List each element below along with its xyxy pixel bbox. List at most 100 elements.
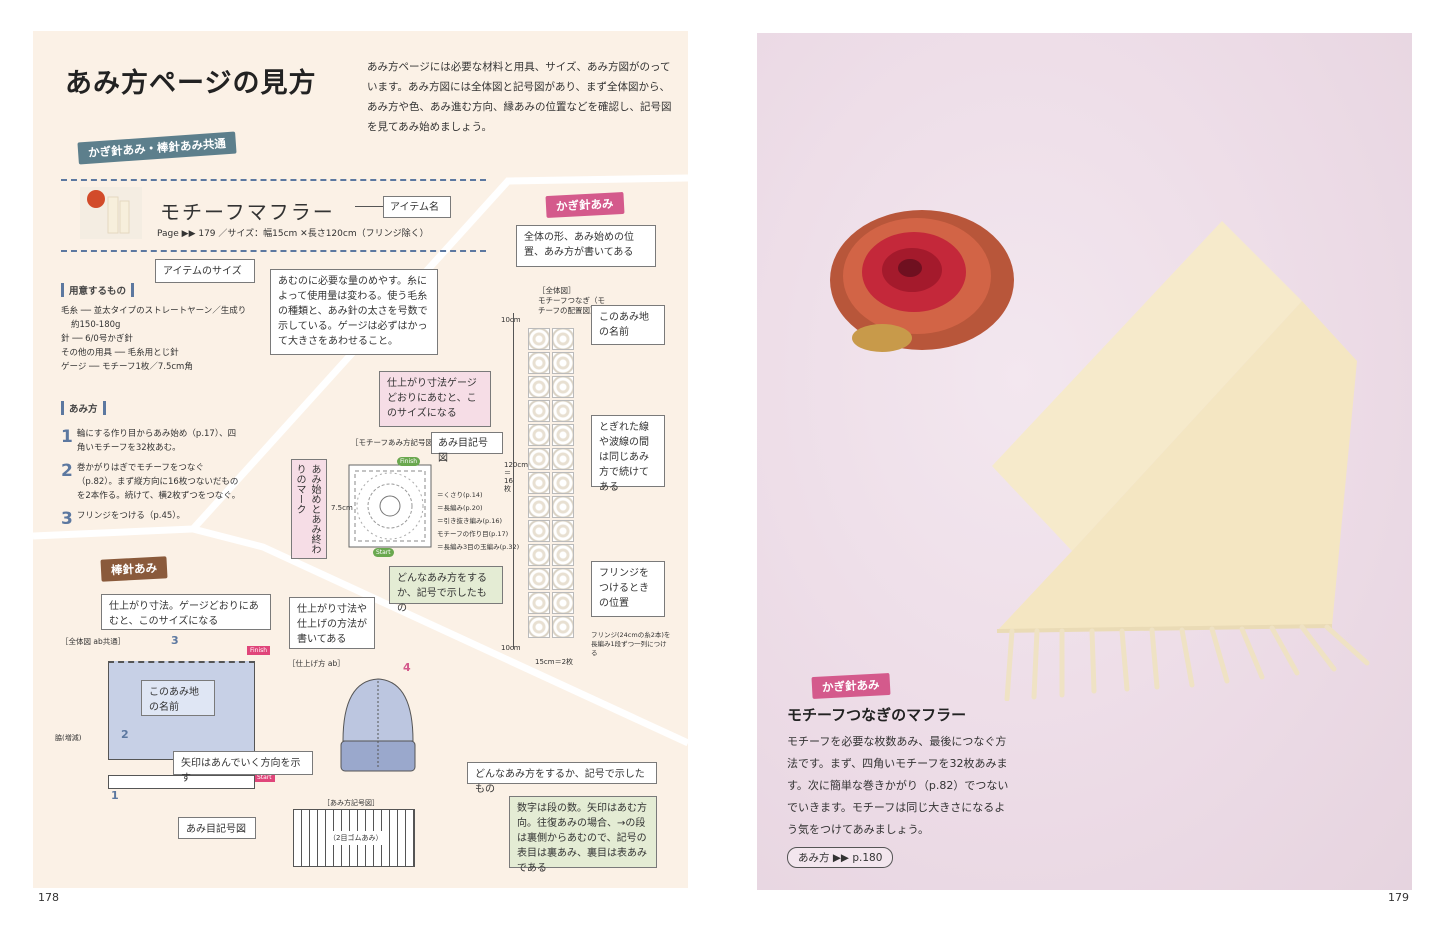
overall-sub: モチーフつなぎ（モチーフの配置図） — [538, 296, 606, 315]
knit-size-note: 仕上がり寸法。ゲージどおりにあむと、このサイズになる — [101, 594, 271, 630]
item-name: モチーフマフラー — [160, 200, 335, 224]
motif-dim: 7.5cm — [331, 504, 353, 512]
symbol-ref: ＝くさり(p.14) — [437, 491, 483, 499]
step-number: 1 — [61, 427, 73, 447]
intro-text: あみ方ページには必要な材料と用具、サイズ、あみ方図がのっています。あみ方図には全… — [367, 61, 672, 133]
knit-number-note: 数字は段の数。矢印はあむ方向。往復あみの場合、→の段は裏側からあむので、記号の表… — [509, 796, 657, 874]
knit-symbol-note: どんなあみ方をするか、記号で示したもの — [467, 762, 657, 795]
howto-heading: あみ方 — [61, 401, 106, 415]
motif-square — [552, 520, 574, 542]
motif-square — [552, 616, 574, 638]
knit-finish-note: 仕上がり寸法や仕上げの方法が書いてある — [289, 597, 375, 649]
crochet-fringe-note: フリンジをつけるときの位置 — [591, 561, 665, 617]
dimension-line — [513, 313, 514, 649]
motif-square — [552, 424, 574, 446]
yarn-note: あむのに必要な量のめやす。糸によって使用量は変わる。使う毛糸の種類と、あみ針の太… — [270, 269, 438, 355]
motif-square — [552, 592, 574, 614]
step-text: フリンジをつける（p.45）。 — [76, 511, 186, 521]
dim-height: 120cm＝16枚 — [504, 461, 529, 493]
product-section-ribbon: かぎ針あみ — [811, 672, 891, 700]
finish-badge-crochet: Finish — [397, 457, 421, 466]
step-number: 3 — [61, 509, 73, 529]
finish-badge-knit: Finish — [247, 646, 271, 655]
motif-grid — [528, 328, 574, 638]
knit-step-3: 3 — [171, 634, 179, 647]
section-ribbon-knit: 棒針あみ — [100, 556, 168, 582]
motif-square — [552, 544, 574, 566]
section-divider — [33, 174, 688, 747]
knit-arrow-note: 矢印はあんでいく方向を示す — [173, 751, 313, 784]
step-text: 巻かがりはぎでモチーフをつなぐ（p.82）。まず縦方向に16枚つないだものを2本… — [76, 463, 241, 501]
crochet-overall-label: ［全体図］ モチーフつなぎ（モチーフの配置図） — [538, 286, 608, 316]
knit-symbol-label: あみ目記号図 — [178, 817, 256, 839]
knit-side-label: 脇(増減) — [55, 734, 82, 742]
product-title: モチーフつなぎのマフラー — [787, 706, 967, 724]
symbol-ref: ＝長編み(p.20) — [437, 504, 483, 512]
motif-square — [528, 568, 550, 590]
label-item-name: アイテム名 — [383, 196, 451, 218]
motif-square — [528, 496, 550, 518]
motif-square — [528, 544, 550, 566]
step-item: 2 巻かがりはぎでモチーフをつなぐ（p.82）。まず縦方向に16枚つないだものを… — [61, 461, 241, 503]
motif-square — [528, 472, 550, 494]
left-page-number: 178 — [38, 891, 59, 904]
motif-square — [528, 352, 550, 374]
overall-label: ［全体図］ — [538, 286, 576, 295]
motif-square — [552, 472, 574, 494]
page-title: あみ方ページの見方 — [65, 68, 317, 99]
left-page: あみ方ページの見方 あみ方ページには必要な材料と用具、サイズ、あみ方図がのってい… — [33, 31, 688, 888]
materials-item: 約150-180g — [71, 320, 121, 330]
crochet-overall-note: 全体の形、あみ始めの位置、あみ方が書いてある — [516, 225, 656, 267]
knit-finish-label: ［仕上げ方 ab］ — [288, 659, 345, 668]
right-page-number: 179 — [1388, 891, 1409, 904]
knit-chart-label: ［あみ方記号図］ — [323, 799, 379, 807]
motif-square — [552, 352, 574, 374]
materials-item: 毛糸 ── 並太タイプのストレートヤーン／生成り — [61, 306, 247, 316]
label-item-size: アイテムのサイズ — [155, 259, 255, 283]
crochet-overall-diagram — [528, 328, 574, 638]
step-item: 3 フリンジをつける（p.45）。 — [61, 509, 241, 529]
motif-square — [528, 376, 550, 398]
motif-square — [552, 448, 574, 470]
dim-top: 10cm — [501, 316, 521, 324]
motif-square — [528, 328, 550, 350]
dim-width: 15cm＝2枚 — [535, 658, 574, 666]
section-ribbon-crochet: かぎ針あみ — [545, 191, 625, 219]
crochet-break-note: とぎれた線や波線の間は同じあみ方で続けてある — [591, 415, 665, 493]
symbol-ref: ＝引き抜き編み(p.16) — [437, 517, 503, 525]
steps-list: 1 輪にする作り目からあみ始め（p.17）、四角いモチーフを32枚あむ。 2 巻… — [61, 427, 241, 529]
pointer-line — [355, 206, 383, 207]
muffler-thumbnail-icon — [80, 187, 142, 239]
crochet-size-note: 仕上がり寸法ゲージどおりにあむと、このサイズになる — [379, 371, 491, 427]
knit-name-note: このあみ地の名前 — [141, 680, 215, 716]
crochet-symbol-title: ［モチーフあみ方記号図］ — [351, 438, 441, 447]
materials-heading: 用意するもの — [61, 283, 135, 297]
crochet-name-note: このあみ地の名前 — [591, 305, 665, 345]
dashed-divider-bottom — [61, 250, 486, 252]
motif-square — [528, 424, 550, 446]
knit-step-2: 2 — [121, 728, 129, 741]
motif-square — [552, 376, 574, 398]
materials-item: 針 ── 6/0号かぎ針 — [61, 334, 133, 344]
materials-item: その他の用具 ── 毛糸用とじ針 — [61, 348, 179, 358]
dashed-divider-top — [61, 179, 486, 181]
product-description: モチーフを必要な枚数あみ、最後につなぐ方法です。まず、四角いモチーフを32枚あみ… — [787, 735, 1009, 836]
motif-square — [528, 592, 550, 614]
motif-square — [552, 400, 574, 422]
materials-list: 毛糸 ── 並太タイプのストレートヤーン／生成り 約150-180g 針 ── … — [61, 304, 291, 374]
knit-overall-label: ［全体図 ab共通］ — [61, 637, 126, 646]
motif-square — [552, 496, 574, 518]
howto-link[interactable]: あみ方 ▶▶ p.180 — [787, 847, 894, 868]
crochet-fringe-small: フリンジ(24cmの糸2本)を長編み1段ずつ一列につける — [591, 631, 671, 657]
motif-square — [552, 568, 574, 590]
crochet-symbol-label: あみ目記号図 — [431, 432, 503, 464]
hat-diagram-icon — [340, 678, 416, 772]
step-text: 輪にする作り目からあみ始め（p.17）、四角いモチーフを32枚あむ。 — [76, 429, 237, 453]
crochet-symbol-note: どんなあみ方をするか、記号で示したもの — [389, 566, 503, 614]
flower-photo-icon — [830, 210, 1014, 352]
motif-square — [528, 616, 550, 638]
motif-square — [528, 400, 550, 422]
start-badge-knit: Start — [254, 773, 275, 782]
knit-chart-sub: （2目ゴムあみ） — [329, 831, 383, 845]
square-motif-diagram-icon — [348, 464, 432, 548]
